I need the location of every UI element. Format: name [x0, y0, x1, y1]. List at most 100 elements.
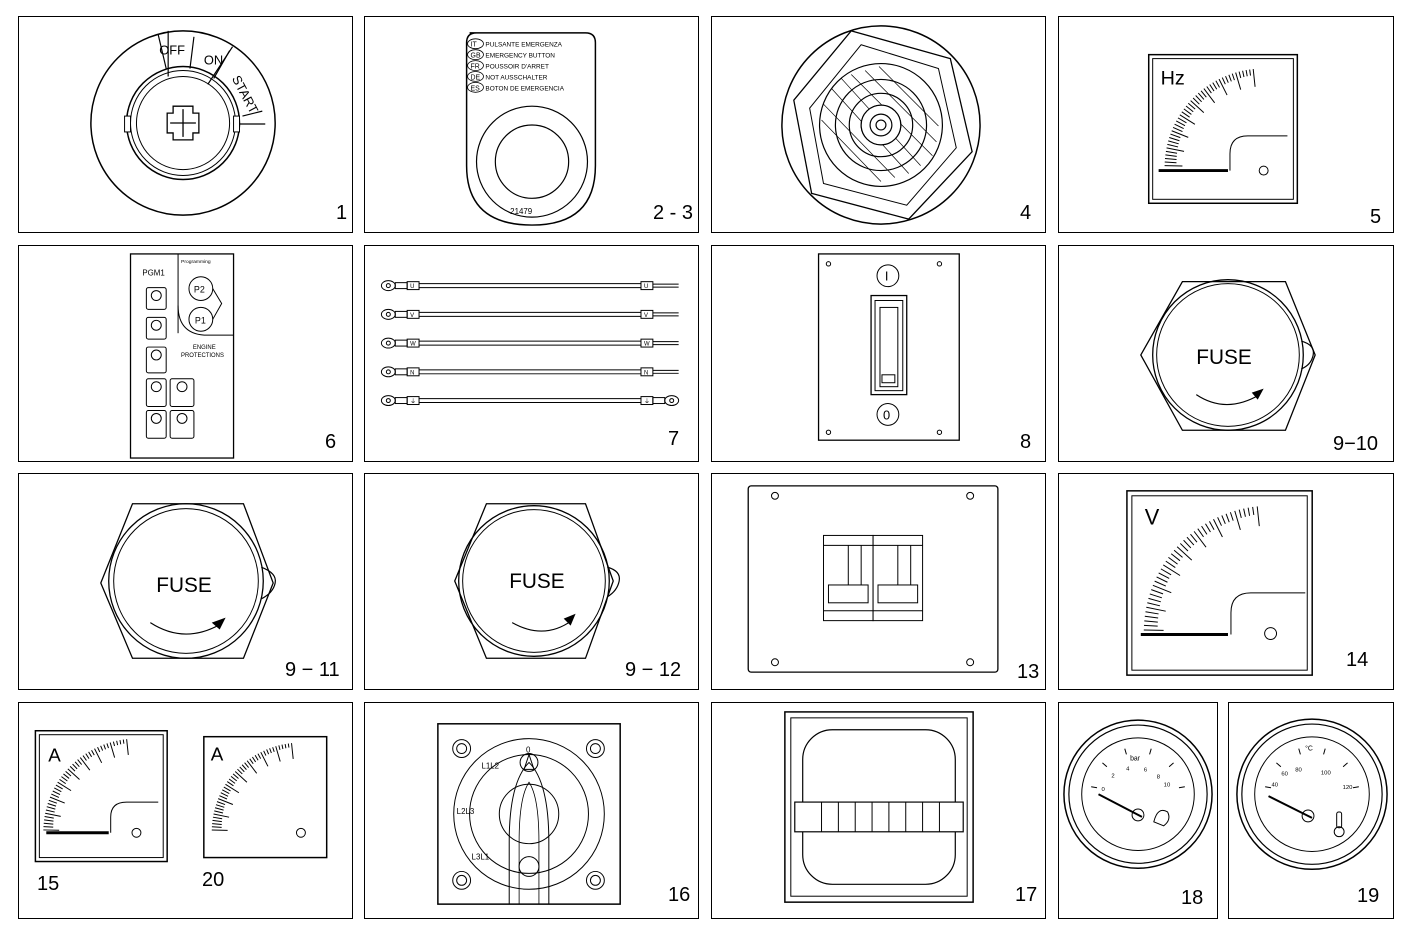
scale-tick	[1151, 589, 1164, 595]
cable	[380, 366, 679, 378]
cable-label-right: N	[644, 370, 648, 376]
unit-label: V	[1145, 505, 1160, 530]
off-label: OFF	[159, 43, 185, 58]
scale-tick	[1165, 560, 1176, 569]
item-number: 16	[668, 884, 691, 906]
tick-60: 60	[1281, 771, 1288, 777]
scale-tick	[212, 816, 223, 820]
cable-label-left: V	[410, 313, 414, 319]
scale-tick	[1190, 533, 1198, 543]
scale-tick	[239, 766, 245, 773]
scale-tick	[1215, 80, 1220, 88]
item-number: 14	[1346, 649, 1369, 671]
scale-tick	[237, 768, 243, 775]
item-number: 18	[1181, 887, 1204, 909]
item-number: 4	[1020, 202, 1032, 224]
scale-tick	[241, 764, 247, 770]
fuse-drawing: FUSE	[100, 503, 276, 659]
scale-tick	[1144, 615, 1159, 619]
lang-text-gb: EMERGENCY BUTTON	[485, 53, 555, 60]
scale-tick	[1213, 519, 1223, 538]
scale-tick	[122, 739, 125, 744]
scale-tick	[223, 786, 231, 792]
item-number: 7	[668, 428, 680, 450]
circuit-breaker-drawing	[747, 485, 999, 673]
fuse-drawing: FUSE	[1140, 279, 1316, 431]
scale-tick	[1252, 69, 1256, 87]
scale-tick	[1249, 69, 1251, 76]
panel-ammeters: A A 15 20	[18, 702, 353, 919]
cable-label-right: U	[644, 284, 648, 290]
scale-tick	[1197, 528, 1204, 538]
item-number: 8	[1020, 431, 1032, 453]
fuse-drawing: FUSE	[454, 503, 621, 659]
item-number: 5	[1370, 206, 1382, 228]
tick-6: 6	[1144, 767, 1148, 773]
scale-tick	[1185, 105, 1194, 113]
protections-label: PROTECTIONS	[181, 353, 224, 359]
temperature-gauge-drawing: °C 40 60 80 100 120	[1236, 718, 1388, 871]
on-symbol: I	[885, 269, 889, 284]
gauge-tick	[1298, 748, 1301, 755]
item-number: 9 − 11	[285, 659, 340, 681]
panel-fuse-9-10: FUSE 9−10	[1058, 245, 1394, 462]
rocker-switch-drawing: I 0	[817, 253, 960, 441]
item-number: 6	[325, 431, 337, 453]
scale-tick	[1234, 510, 1241, 531]
lang-tag-es: ES	[471, 85, 481, 92]
scale-tick	[1170, 133, 1181, 139]
scale-tick	[65, 770, 72, 777]
lang-text-fr: POUSSOIR D'ARRET	[485, 64, 549, 71]
scale-tick	[212, 823, 222, 825]
scale-tick	[94, 748, 103, 764]
scale-tick	[230, 776, 238, 782]
scale-tick	[1238, 509, 1242, 519]
scale-tick	[1176, 546, 1193, 561]
scale-tick	[287, 743, 290, 748]
scale-tick	[63, 773, 70, 779]
arrow-icon	[1251, 388, 1264, 400]
cable-label-right: V	[644, 313, 648, 319]
lang-text-de: NOT AUSSCHALTER	[485, 74, 547, 81]
scale-tick	[266, 749, 270, 755]
gauge-tick	[1102, 762, 1108, 768]
scale-tick	[103, 744, 106, 750]
scale-tick	[1231, 73, 1235, 81]
cable	[380, 280, 679, 292]
tick-120: 120	[1343, 785, 1354, 791]
scale-tick	[1192, 97, 1200, 105]
unit-label-b: A	[211, 743, 224, 764]
voltmeter-drawing: V	[1126, 490, 1313, 676]
scale-tick	[1168, 556, 1178, 565]
scale-tick	[1217, 517, 1222, 526]
scale-tick	[232, 773, 239, 779]
gauge-tick	[1091, 786, 1098, 789]
unit-label: Hz	[1161, 67, 1185, 89]
panel-cable-gland: 4	[711, 16, 1046, 233]
lang-tag-de: DE	[471, 74, 481, 81]
scale-tick	[85, 753, 90, 759]
programming-label: Programming	[181, 259, 211, 265]
scale-tick	[88, 751, 93, 758]
scale-tick	[1169, 136, 1180, 142]
scale-tick	[43, 822, 54, 825]
scale-tick	[1235, 72, 1242, 90]
gauge-tick	[1124, 748, 1127, 755]
scale-tick	[1174, 123, 1184, 130]
cable-label-left: ⏚	[410, 398, 416, 405]
scale-tick	[211, 826, 222, 828]
scale-tick	[1154, 580, 1167, 587]
display-window-drawing	[784, 711, 974, 903]
key-switch-drawing: OFF ON START	[90, 30, 276, 216]
scale-tick	[212, 819, 222, 823]
gauge-unit: bar	[1130, 756, 1141, 763]
scale-tick	[225, 783, 240, 794]
tick-100: 100	[1321, 770, 1332, 776]
scale-tick	[215, 804, 225, 808]
panel-circuit-breaker: 13	[711, 473, 1046, 690]
scale-tick	[214, 807, 224, 811]
scale-tick	[1160, 568, 1172, 576]
panel-key-switch: OFF ON START 1	[18, 16, 353, 233]
gauge-tick	[1178, 786, 1185, 789]
